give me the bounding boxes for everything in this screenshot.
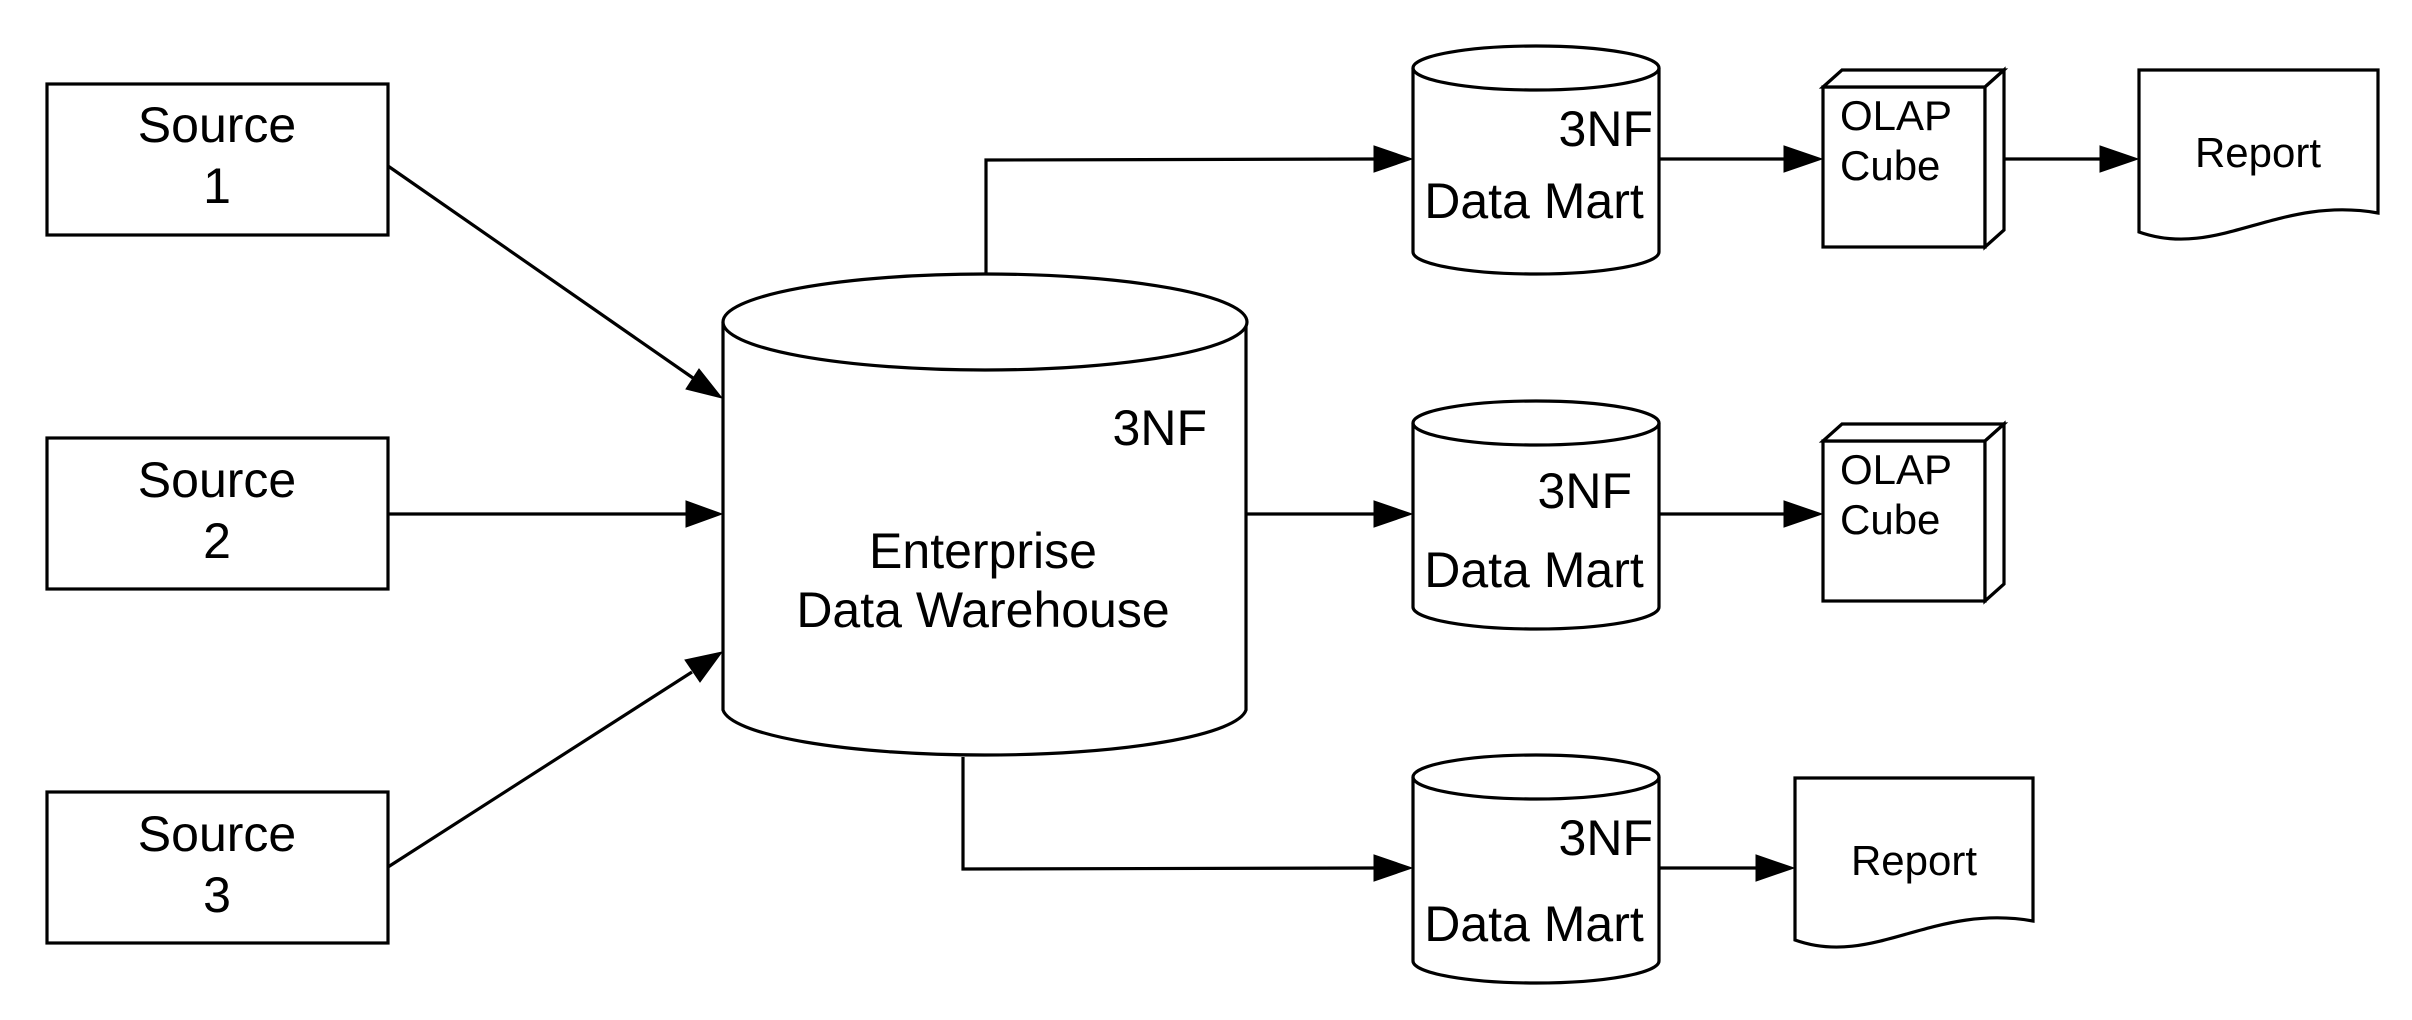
edw-tag: 3NF: [1113, 400, 1207, 456]
data-mart-1-tag: 3NF: [1559, 101, 1653, 157]
edw-title-line-1: Enterprise: [869, 523, 1097, 579]
data-mart-2-label: Data Mart: [1424, 542, 1644, 598]
edge-source-2-to-edw: [388, 500, 724, 528]
edge-mart-2-to-cube-2: [1660, 500, 1824, 528]
report-1: Report: [2137, 68, 2380, 241]
olap-cube-1-line-1: OLAP: [1840, 92, 1952, 139]
source-2-number: 2: [203, 513, 231, 569]
edge-mart-3-to-report-2: [1660, 854, 1796, 882]
olap-cube-2: OLAP Cube: [1818, 420, 2009, 605]
edge-mart-1-to-cube-1: [1660, 145, 1824, 173]
edge-source-3-to-edw: [387, 651, 724, 869]
edge-edw-to-mart-3: [961, 757, 1414, 882]
report-2-label: Report: [1851, 837, 1977, 884]
olap-cube-1-line-2: Cube: [1840, 142, 1940, 189]
olap-cube-2-line-1: OLAP: [1840, 446, 1952, 493]
source-1-number: 1: [203, 158, 231, 214]
source-1-title: Source: [138, 97, 296, 153]
source-box-2: Source 2: [45, 436, 390, 591]
report-2: Report: [1793, 776, 2035, 949]
report-1-label: Report: [2195, 129, 2321, 176]
edges: [387, 145, 2140, 882]
source-3-title: Source: [138, 806, 296, 862]
olap-cube-2-line-2: Cube: [1840, 496, 1940, 543]
data-mart-3: 3NF Data Mart: [1411, 753, 1661, 985]
edw-cylinder: 3NF Enterprise Data Warehouse: [721, 272, 1249, 757]
source-box-1: Source 1: [45, 82, 390, 237]
data-mart-1-label: Data Mart: [1424, 173, 1644, 229]
data-mart-3-label: Data Mart: [1424, 896, 1644, 952]
edge-source-1-to-edw: [387, 164, 724, 399]
data-mart-1: 3NF Data Mart: [1411, 44, 1661, 276]
edge-cube-1-to-report-1: [2004, 145, 2140, 173]
edge-edw-to-mart-1: [984, 145, 1414, 273]
data-mart-3-tag: 3NF: [1559, 810, 1653, 866]
edw-title-line-2: Data Warehouse: [796, 582, 1169, 638]
data-mart-2-tag: 3NF: [1538, 463, 1632, 519]
data-mart-2: 3NF Data Mart: [1411, 399, 1661, 631]
source-2-title: Source: [138, 452, 296, 508]
source-box-3: Source 3: [45, 790, 390, 945]
olap-cube-1: OLAP Cube: [1818, 66, 2009, 251]
edge-edw-to-mart-2: [1246, 500, 1414, 528]
source-3-number: 3: [203, 867, 231, 923]
